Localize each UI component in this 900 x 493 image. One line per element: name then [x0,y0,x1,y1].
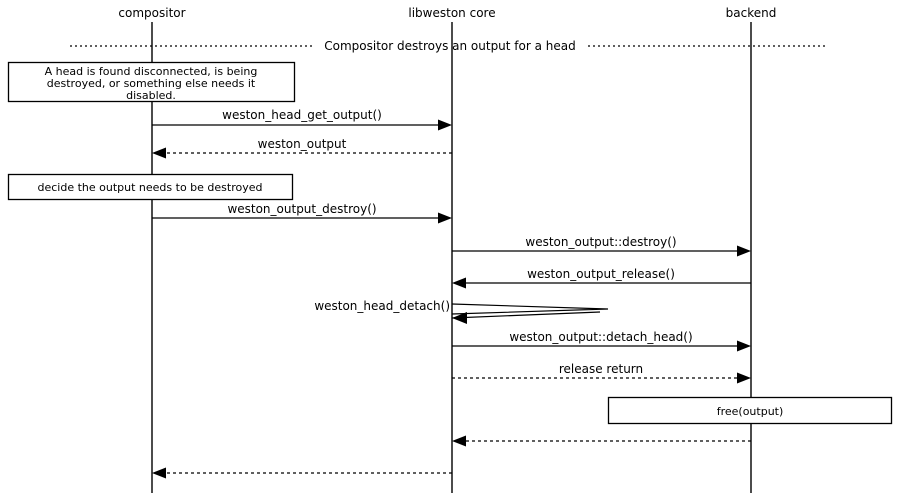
message-path-weston-head-detach-self [451,303,609,315]
message-release-return: release return [452,362,751,384]
lifeline-label-compositor: compositor [118,6,185,20]
message-weston-output-detach-head: weston_output::detach_head() [452,330,751,352]
message-weston-output-release: weston_output_release() [452,267,751,289]
message-weston-head-get-output: weston_head_get_output() [152,108,452,131]
note-head-disconnected-box [7,61,296,103]
note-head-disconnected-line-1: A head is found disconnected, is being [45,65,258,78]
note-free-output-box [607,396,893,425]
lifeline-label-backend: backend [726,6,777,20]
message-core-return-compositor [152,467,452,479]
note-head-disconnected: A head is found disconnected, is being d… [7,61,296,103]
arrowhead-right-weston-output-destroy-vfunc [737,245,751,257]
arrowhead-right-weston-output-detach-head [737,340,751,352]
note-decide-destroy: decide the output needs to be destroyed [7,173,294,201]
note-free-output: free(output) [607,396,893,425]
arrowhead-left-weston-output-release [452,277,466,289]
message-weston-head-detach-self: weston_head_detach() [314,299,609,324]
arrowhead-right-weston-output-destroy [438,212,452,224]
arrowhead-left-weston-output-return [152,147,166,159]
message-label-weston-head-detach: weston_head_detach() [314,299,450,313]
arrowhead-left-core-return-compositor [152,467,166,479]
arrowhead-right-release-return [737,372,751,384]
message-label-weston-output-destroy-vfunc: weston_output::destroy() [525,235,676,249]
arrowhead-left-weston-head-detach [452,312,467,324]
note-decide-destroy-label: decide the output needs to be destroyed [38,181,263,194]
message-path-weston-head-detach-return [451,311,601,319]
lifeline-headers: compositor libweston core backend [118,6,776,20]
message-label-weston-output-return: weston_output [258,137,347,151]
note-head-disconnected-line-2: destroyed, or something else needs it [47,77,256,90]
message-weston-output-destroy-vfunc: weston_output::destroy() [452,235,751,257]
message-label-release-return: release return [559,362,643,376]
separator-label: Compositor destroys an output for a head [324,39,576,53]
note-free-output-label: free(output) [717,405,784,418]
message-weston-output-destroy: weston_output_destroy() [152,202,452,224]
arrowhead-right-weston-head-get-output [438,119,452,131]
message-label-weston-head-get-output: weston_head_get_output() [222,108,382,122]
lifeline-label-libweston-core: libweston core [408,6,495,20]
message-weston-output-return: weston_output [152,137,452,159]
note-head-disconnected-line-3: disabled. [126,89,176,102]
message-label-weston-output-detach-head: weston_output::detach_head() [509,330,692,344]
message-backend-return [452,435,751,447]
message-label-weston-output-release: weston_output_release() [527,267,675,281]
note-decide-destroy-box [7,173,294,201]
separator-compositor-destroys-output: Compositor destroys an output for a head [70,39,828,53]
arrowhead-left-backend-return [452,435,466,447]
message-label-weston-output-destroy: weston_output_destroy() [227,202,376,216]
